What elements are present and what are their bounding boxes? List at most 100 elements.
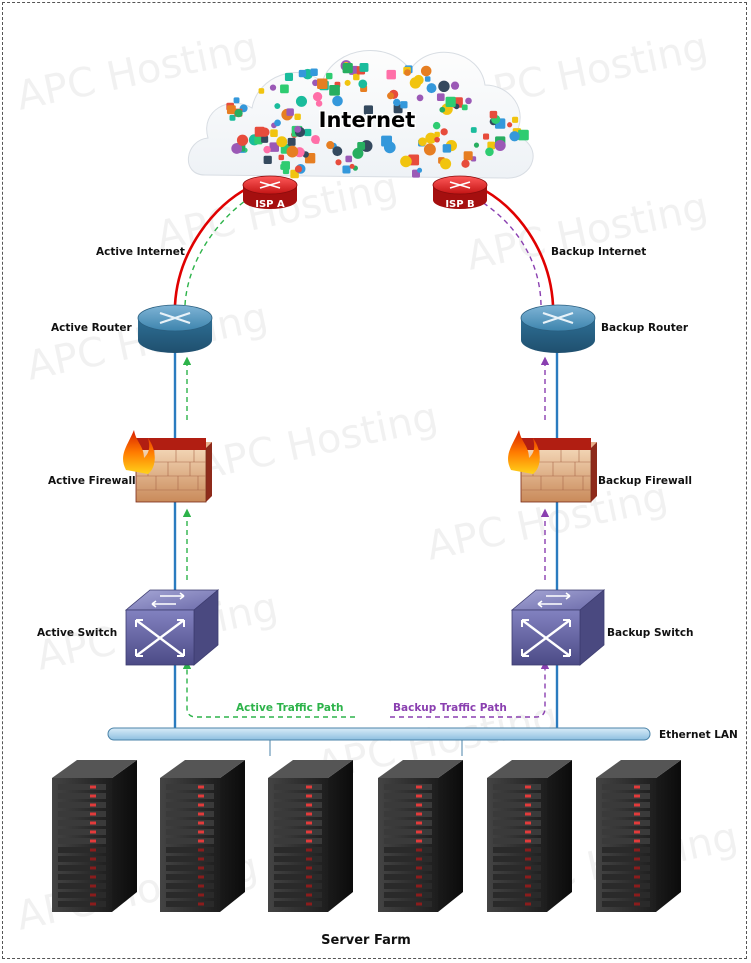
app-icon — [461, 159, 470, 168]
app-icon — [280, 84, 289, 94]
backup-internet-link — [479, 186, 555, 306]
isp-a-label: ISP A — [255, 199, 285, 210]
app-icon — [294, 113, 301, 120]
app-icon — [440, 158, 452, 170]
app-icon — [352, 147, 364, 159]
app-icon — [274, 119, 281, 127]
server-icon — [160, 760, 245, 912]
app-icon — [261, 135, 269, 143]
app-icon — [294, 125, 302, 133]
app-icon — [485, 147, 494, 157]
app-icon — [440, 128, 448, 136]
app-icon — [263, 145, 271, 154]
app-icon — [269, 142, 280, 152]
app-icon — [363, 105, 374, 115]
app-icon — [358, 79, 368, 89]
app-icon — [512, 116, 519, 123]
active-firewall-label: Active Firewall — [48, 475, 136, 487]
app-icon — [470, 127, 477, 133]
app-icon — [420, 65, 432, 77]
app-icon — [286, 108, 294, 116]
server-farm — [52, 760, 681, 912]
app-icon — [445, 96, 456, 107]
app-icon — [284, 72, 294, 81]
app-icon — [298, 69, 307, 78]
app-icon — [234, 109, 243, 118]
app-icon — [332, 146, 343, 157]
app-icon — [254, 126, 265, 137]
app-icon — [313, 138, 320, 144]
app-icon — [304, 128, 312, 137]
flame-icon — [123, 430, 155, 474]
app-icon — [418, 137, 427, 147]
app-icon — [465, 97, 472, 105]
app-icon — [393, 98, 401, 107]
app-icon — [509, 131, 520, 142]
app-icon — [483, 133, 490, 140]
app-icon — [489, 110, 498, 119]
cloud-label: Internet — [319, 108, 416, 132]
app-icon — [317, 78, 328, 89]
active-traffic-path-label: Active Traffic Path — [236, 702, 343, 714]
active-firewall — [123, 430, 212, 503]
app-icon — [276, 136, 288, 148]
active-router-label: Active Router — [51, 322, 133, 334]
app-icon — [487, 141, 496, 150]
isp-a-router: ISP A — [242, 175, 298, 210]
app-icon — [425, 132, 437, 144]
app-icon — [258, 88, 265, 94]
app-icon — [434, 136, 440, 143]
app-icon — [286, 145, 299, 158]
app-icon — [416, 94, 424, 102]
backup-router-label: Backup Router — [601, 322, 689, 334]
ethernet-lan-bus — [107, 727, 651, 756]
app-icon — [436, 93, 445, 102]
firewall-icon — [123, 430, 212, 503]
backup-firewall — [508, 430, 597, 503]
ethernet-lan-label: Ethernet LAN — [659, 729, 738, 741]
app-icon — [413, 74, 424, 85]
app-icon — [423, 143, 436, 156]
app-icon — [278, 154, 285, 161]
internet-cloud: Internet — [188, 50, 534, 179]
server-icon — [378, 760, 463, 912]
flame-icon — [508, 430, 540, 474]
backup-traffic-path-label: Backup Traffic Path — [393, 702, 507, 714]
app-icon — [233, 97, 240, 104]
app-icon — [344, 79, 351, 86]
server-icon — [596, 760, 681, 912]
app-icon — [315, 100, 323, 107]
backup-traffic-path-arrows — [390, 190, 550, 718]
app-icon — [426, 83, 437, 94]
watermark-text: APC Hosting — [193, 394, 442, 490]
app-icon — [387, 92, 395, 100]
app-icon — [507, 122, 513, 128]
app-icon — [274, 103, 281, 110]
app-icon — [450, 81, 460, 90]
app-icon — [353, 73, 360, 81]
app-icon — [439, 106, 446, 113]
app-icon — [345, 155, 353, 163]
app-icon — [359, 62, 369, 72]
app-icons-collage — [226, 60, 529, 179]
app-icon — [342, 63, 353, 74]
app-icon — [326, 72, 333, 80]
switch-icon — [124, 589, 220, 666]
app-icon — [254, 136, 263, 145]
app-icon — [424, 76, 431, 82]
router-icon — [520, 304, 596, 353]
server-icon — [268, 760, 353, 912]
server-icon — [52, 760, 137, 912]
app-icon — [269, 84, 277, 91]
app-icon — [386, 69, 396, 80]
app-icon — [473, 142, 480, 148]
app-icon — [518, 129, 529, 141]
app-icon — [494, 139, 506, 151]
app-icon — [335, 159, 342, 166]
app-icon — [295, 95, 308, 107]
app-icon — [329, 84, 340, 96]
backup-router — [520, 304, 596, 353]
app-icon — [263, 155, 272, 164]
switch-icon — [510, 589, 606, 666]
backup-internet-label: Backup Internet — [551, 246, 646, 258]
